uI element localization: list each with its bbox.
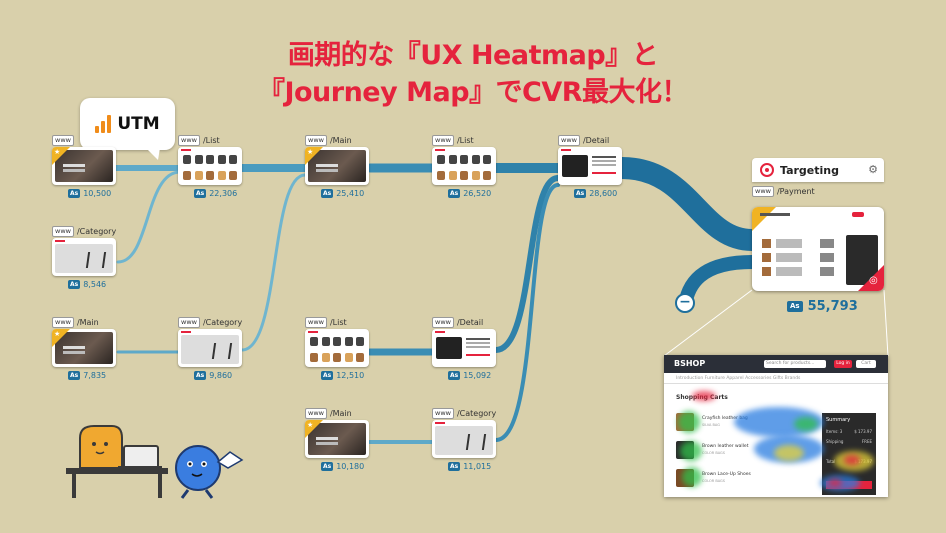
flow-exit (678, 255, 759, 312)
page-thumbnail (52, 147, 116, 185)
targeting-card[interactable]: Targeting ⚙ www/Payment (752, 158, 884, 198)
page-thumbnail (305, 329, 369, 367)
star-badge-icon (305, 147, 323, 165)
page-thumbnail (432, 329, 496, 367)
targeting-label: Targeting (780, 163, 840, 177)
page-thumbnail (558, 147, 622, 185)
payment-page-thumbnail[interactable] (752, 207, 884, 291)
heatmap-nav: Introduction Furniture Apparel Accessori… (664, 375, 888, 384)
page-thumbnail (432, 147, 496, 185)
page-thumbnail (305, 147, 369, 185)
heatmap-preview: BSHOP Search for products... Log in Cart… (664, 355, 888, 497)
utm-bubble: UTM (80, 98, 175, 160)
www-tag: www (52, 134, 74, 146)
heatmap-login-button: Log in (834, 360, 852, 368)
page-thumbnail (52, 238, 116, 276)
heatmap-search-input: Search for products... (764, 360, 826, 368)
page-thumbnail (178, 329, 242, 367)
star-badge-icon (752, 207, 776, 231)
blue-ball-character (175, 445, 244, 499)
page-thumbnail (432, 420, 496, 458)
exit-minus-icon[interactable]: − (675, 293, 695, 313)
heatmap-cart-button: Cart (856, 360, 876, 368)
star-badge-icon (52, 147, 70, 165)
flow-to-payment (611, 157, 763, 251)
toast-character-at-desk (66, 425, 168, 498)
target-badge-icon (858, 265, 884, 291)
gear-icon[interactable]: ⚙ (868, 163, 878, 176)
star-badge-icon (52, 329, 70, 347)
utm-label: UTM (117, 114, 160, 134)
headline-line-2: 『Journey Map』でCVR最大化！ (257, 77, 689, 108)
analytics-bars-icon (95, 115, 112, 133)
page-thumbnail (305, 420, 369, 458)
headline-line-1: 画期的な『UX Heatmap』と (287, 40, 659, 71)
page-thumbnail (178, 147, 242, 185)
heatmap-brand: BSHOP (674, 359, 706, 368)
page-thumbnail (52, 329, 116, 367)
target-icon (760, 163, 774, 177)
star-badge-icon (305, 420, 323, 438)
payment-path: /Payment (776, 186, 815, 196)
